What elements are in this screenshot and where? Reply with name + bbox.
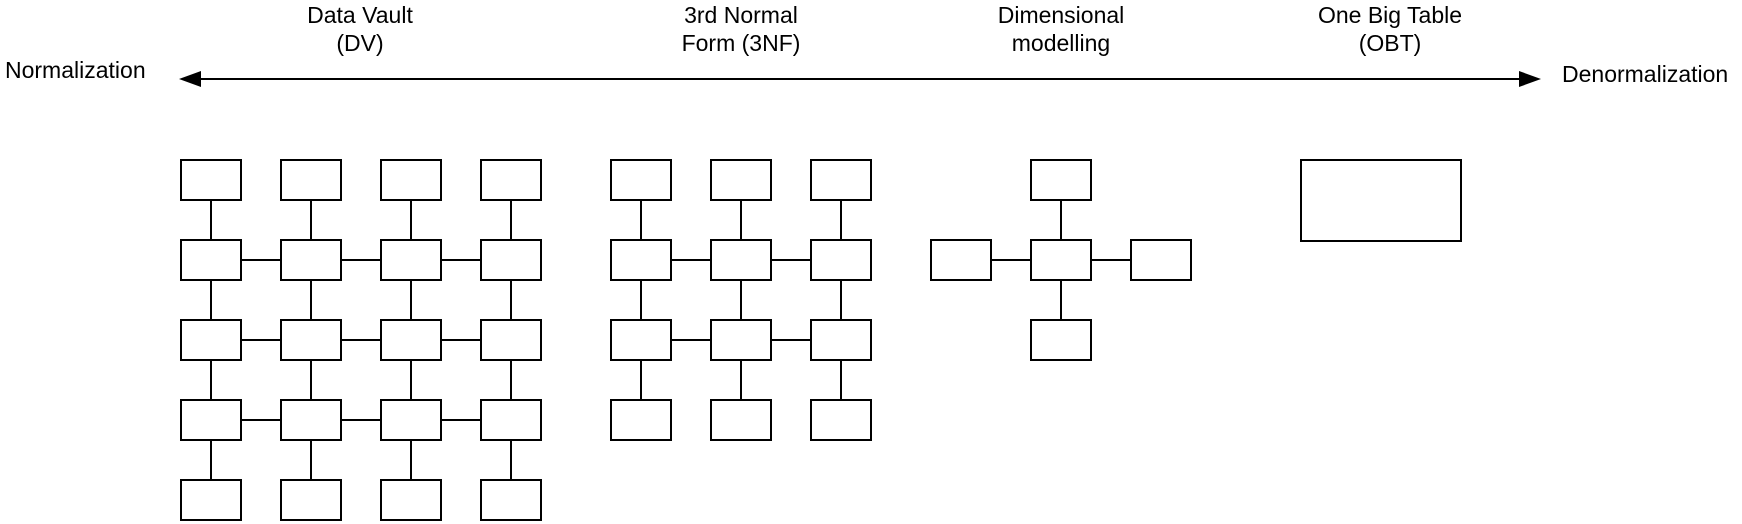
third-normal-form-entity-box [610,159,672,201]
dimensional-modelling-label: Dimensional modelling [931,1,1191,57]
data-vault-entity-box [480,319,542,361]
data-vault-entity-box [280,319,342,361]
data-vault-entity-box [480,399,542,441]
data-vault-entity-box [380,399,442,441]
dimensional-star-dimension-box [1030,159,1092,201]
third-normal-form-label-line1: 3rd Normal [684,2,798,28]
third-normal-form-entity-box [810,319,872,361]
data-vault-entity-box [180,239,242,281]
third-normal-form-entity-box [610,399,672,441]
data-vault-entity-box [380,239,442,281]
third-normal-form-entity-box [710,159,772,201]
normalization-label: Normalization [5,57,146,83]
third-normal-form-label: 3rd Normal Form (3NF) [611,1,871,57]
data-vault-entity-box [480,159,542,201]
spectrum-arrowhead-left-icon [179,71,201,87]
third-normal-form-label-line2: Form (3NF) [681,30,801,56]
dimensional-modelling-label-line1: Dimensional [997,2,1125,28]
one-big-table-label: One Big Table (OBT) [1260,1,1520,57]
data-vault-entity-box [380,319,442,361]
data-vault-entity-box [180,399,242,441]
denormalization-label: Denormalization [1562,61,1729,87]
one-big-table-label-line2: (OBT) [1358,30,1422,56]
one-big-table-box [1300,159,1462,242]
data-vault-entity-box [180,479,242,521]
data-vault-entity-box [280,159,342,201]
third-normal-form-entity-box [710,399,772,441]
dimensional-modelling-label-line2: modelling [1011,30,1111,56]
dimensional-star-fact-box [1030,239,1092,281]
data-vault-entity-box [280,399,342,441]
data-vault-entity-box [180,159,242,201]
dimensional-star-dimension-box [1030,319,1092,361]
data-vault-entity-box [180,319,242,361]
data-vault-label-line1: Data Vault [307,2,413,28]
one-big-table-label-line1: One Big Table [1317,2,1463,28]
data-vault-entity-box [280,239,342,281]
spectrum-arrowhead-right-icon [1519,71,1541,87]
data-vault-entity-box [480,479,542,521]
third-normal-form-entity-box [710,239,772,281]
data-vault-entity-box [380,159,442,201]
data-vault-entity-box [480,239,542,281]
third-normal-form-entity-box [810,399,872,441]
third-normal-form-entity-box [610,319,672,361]
data-vault-label-line2: (DV) [336,30,384,56]
third-normal-form-entity-box [810,159,872,201]
third-normal-form-entity-box [610,239,672,281]
dimensional-star-dimension-box [930,239,992,281]
data-vault-entity-box [280,479,342,521]
third-normal-form-entity-box [710,319,772,361]
data-vault-entity-box [380,479,442,521]
data-vault-label: Data Vault (DV) [230,1,490,57]
dimensional-star-dimension-box [1130,239,1192,281]
third-normal-form-entity-box [810,239,872,281]
